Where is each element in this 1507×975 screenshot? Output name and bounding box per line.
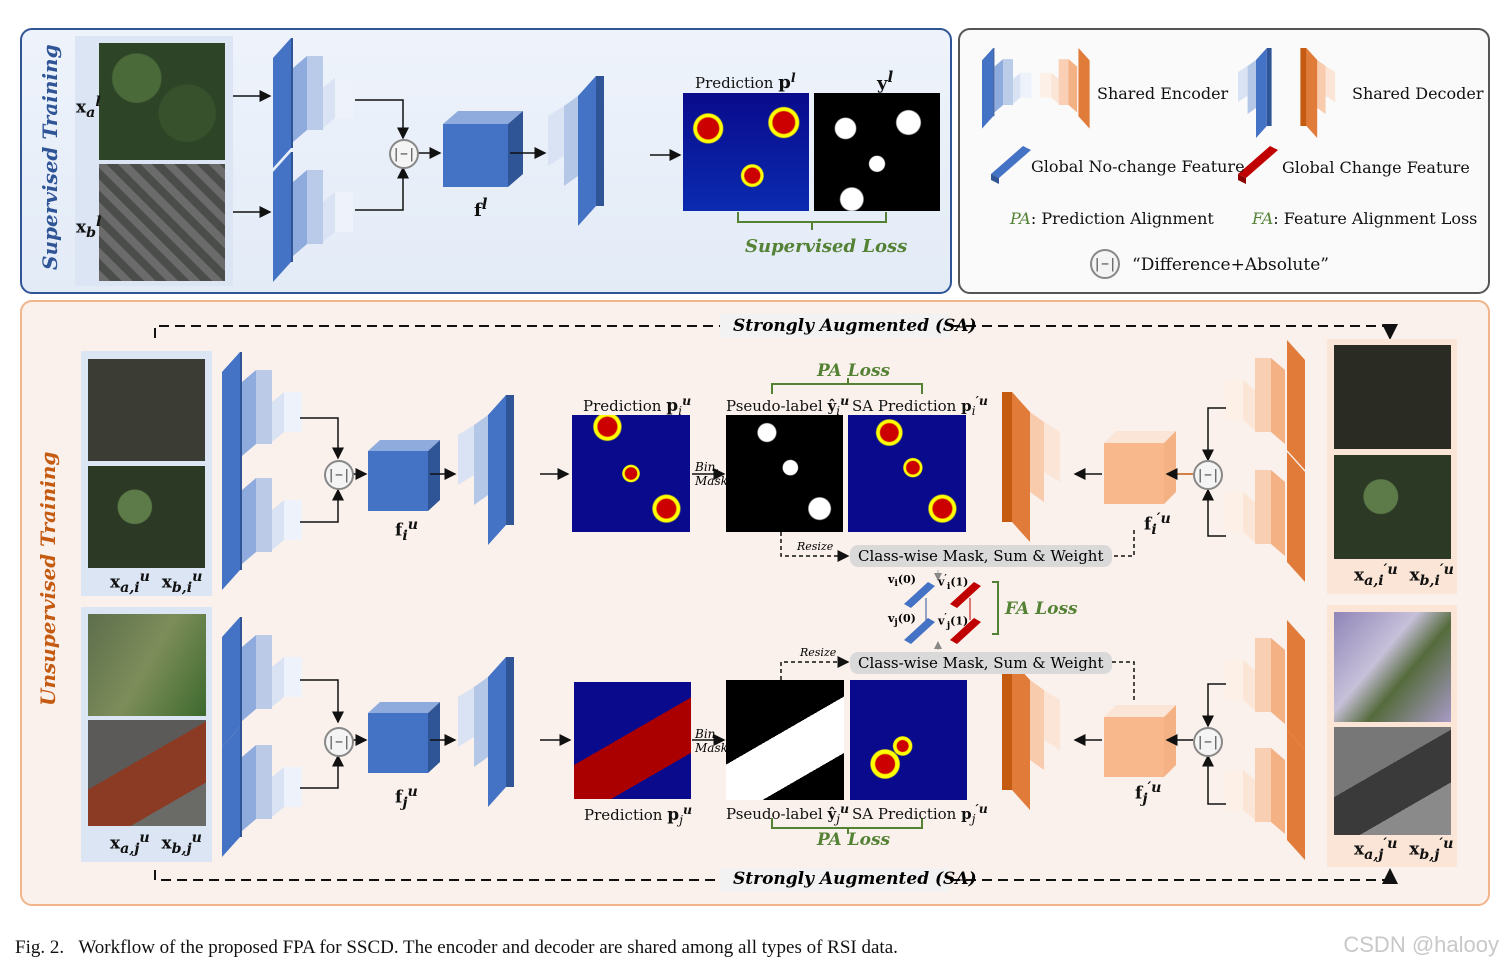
row-i-sa-decoder: [1002, 392, 1060, 542]
row-j-image-b: [88, 720, 206, 826]
sa-top-bg: [720, 314, 950, 338]
supervised-loss-label: Supervised Loss: [745, 236, 908, 257]
row-j-input-labels: xa,ju xb,ju: [110, 830, 202, 858]
supervised-decoder: [548, 76, 604, 226]
row-i-sa-prediction-map: [848, 415, 966, 532]
row-j-prediction-map: [574, 682, 691, 799]
row-j-prediction-label: Prediction pju: [584, 802, 693, 827]
row-i-resize: Resize: [797, 540, 834, 553]
row-j-sa-prediction-map: [850, 680, 967, 800]
supervised-prediction-label: Prediction pl: [695, 70, 796, 93]
row-j-resize: Resize: [800, 646, 837, 659]
row-j-bin-label: Bin.Mask: [695, 727, 728, 755]
sa-top-label: Strongly Augmented (SA): [733, 316, 977, 336]
row-i-input-labels: xa,iu xb,iu: [110, 569, 203, 597]
row-j-sa-diff-icon: |−|: [1193, 727, 1223, 757]
supervised-input-a-label: xal: [76, 94, 101, 122]
row-j-encoder-b: [222, 727, 302, 857]
row-i-pseudo-label-text: Pseudo-label ŷiu: [726, 393, 850, 418]
supervised-feature-label: fl: [474, 195, 488, 221]
legend-pa: PA: Prediction Alignment: [1010, 209, 1214, 228]
row-i-sa-image-b: [1334, 455, 1451, 559]
row-i-feature-label: fiu: [395, 517, 419, 545]
row-i-sa-prediction-text: SA Prediction pi′u: [852, 393, 989, 418]
legend-shared-encoder: Shared Encoder: [1097, 84, 1229, 103]
supervised-image-b: [99, 164, 225, 281]
row-i-image-b: [88, 466, 205, 568]
row-i-pseudo-label-map: [726, 415, 843, 532]
row-i-image-a: [88, 359, 205, 461]
supervised-encoder-a: [273, 38, 353, 168]
row-i-sa-encoder-b: [1225, 452, 1305, 582]
row-j-pa-loss: PA Loss: [817, 830, 891, 850]
supervised-encoder-b: [273, 152, 353, 282]
supervised-diff-icon: |−|: [389, 139, 419, 169]
supervised-prediction-map: [683, 93, 809, 211]
supervised-image-a: [99, 43, 225, 160]
row-j-encoder-a: [222, 617, 302, 747]
row-j-classwise-box: Class-wise Mask, Sum & Weight: [850, 652, 1112, 674]
fa-loss-label: FA Loss: [1005, 599, 1078, 619]
sa-bottom-bg: [720, 868, 950, 892]
row-i-classwise-box: Class-wise Mask, Sum & Weight: [850, 545, 1112, 567]
fa-vi0: vi(0): [888, 573, 916, 590]
row-j-sa-prediction-text: SA Prediction pj′u: [852, 801, 988, 826]
row-j-sa-image-b: [1334, 727, 1451, 835]
row-j-feature-label: fju: [395, 784, 418, 812]
fa-vj1: v′j(1): [938, 612, 969, 631]
legend-shared-decoder: Shared Decoder: [1352, 84, 1484, 103]
row-i-decoder: [458, 395, 514, 545]
legend-global-nochange: Global No-change Feature: [1031, 157, 1245, 176]
row-j-sa-input-labels: xa,j′u xb,j′u: [1354, 836, 1454, 864]
row-j-pseudo-label-text: Pseudo-label ŷju: [726, 801, 850, 826]
legend-global-change: Global Change Feature: [1282, 158, 1470, 177]
supervised-ground-truth-map: [814, 93, 940, 211]
row-i-diff-icon: |−|: [324, 460, 354, 490]
fa-vi1: v′i(1): [938, 573, 969, 592]
figure-caption: Fig. 2. Workflow of the proposed FPA for…: [15, 937, 898, 958]
row-i-bin-label: Bin.Mask: [695, 460, 728, 488]
row-j-sa-image-a: [1334, 612, 1451, 722]
legend-fa: FA: Feature Alignment Loss: [1252, 209, 1478, 228]
legend-panel: [958, 28, 1490, 294]
row-i-encoder-a: [222, 352, 302, 482]
row-j-image-a: [88, 614, 206, 716]
row-i-prediction-label: Prediction piu: [583, 393, 692, 418]
row-j-sa-encoder-a: [1225, 620, 1305, 750]
supervised-gt-label: yl: [877, 68, 894, 94]
row-i-sa-feature-label: fi′u: [1144, 511, 1171, 539]
row-i-sa-encoder-a: [1225, 340, 1305, 470]
row-i-pa-loss: PA Loss: [817, 361, 891, 381]
row-j-pseudo-label-map: [726, 680, 844, 800]
legend-diff-abs: “Difference+Absolute”: [1132, 255, 1329, 275]
row-j-sa-decoder: [1002, 660, 1060, 810]
row-j-decoder: [458, 657, 514, 807]
supervised-input-b-label: xbl: [76, 214, 102, 242]
sa-bottom-label: Strongly Augmented (SA): [733, 869, 977, 889]
fa-vj0: vj(0): [888, 612, 916, 629]
row-j-sa-feature-label: fj′u: [1135, 780, 1162, 808]
row-j-sa-encoder-b: [1225, 730, 1305, 860]
watermark: CSDN @halooy: [1343, 932, 1499, 957]
row-i-prediction-map: [572, 415, 690, 532]
legend-diff-icon: |−|: [1090, 249, 1120, 279]
row-i-encoder-b: [222, 460, 302, 590]
row-i-sa-image-a: [1334, 345, 1451, 449]
row-j-diff-icon: |−|: [324, 727, 354, 757]
row-i-sa-input-labels: xa,i′u xb,i′u: [1354, 562, 1454, 590]
row-i-sa-diff-icon: |−|: [1193, 460, 1223, 490]
